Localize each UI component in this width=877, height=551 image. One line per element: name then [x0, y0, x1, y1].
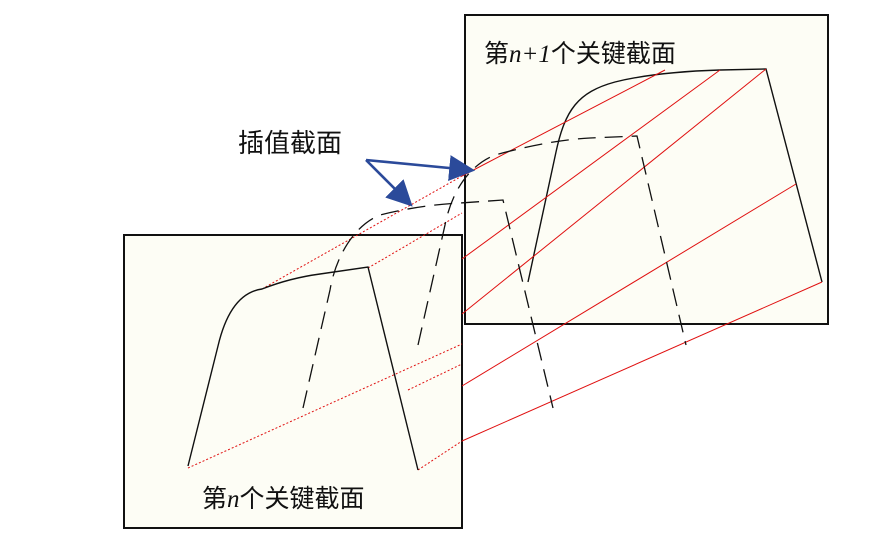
interpolated-section-label: 插值截面	[238, 129, 343, 159]
top-section-frame	[464, 14, 829, 325]
interpolated-section-1	[302, 199, 554, 409]
interpolated-pointer-arrows	[365, 155, 476, 207]
bottom-section-profile	[187, 266, 419, 471]
interpolated-section-2	[417, 135, 687, 346]
arrow-to-upper-section	[365, 155, 476, 181]
top-section-label: 第n+1个关键截面	[484, 39, 676, 68]
connector-line-5	[461, 69, 666, 177]
connector-line-4	[461, 69, 721, 260]
arrow-to-lower-section	[365, 159, 413, 207]
top-section-profile	[527, 68, 823, 283]
connector-dotted-2	[417, 440, 463, 471]
bottom-section-frame	[123, 234, 463, 529]
connector-line-2	[461, 183, 797, 387]
connector-line-1	[461, 281, 823, 442]
connector-lines	[187, 68, 823, 471]
connector-dotted-3	[407, 363, 463, 391]
connector-line-3	[461, 68, 767, 315]
bottom-section-label: 第n个关键截面	[202, 484, 365, 513]
